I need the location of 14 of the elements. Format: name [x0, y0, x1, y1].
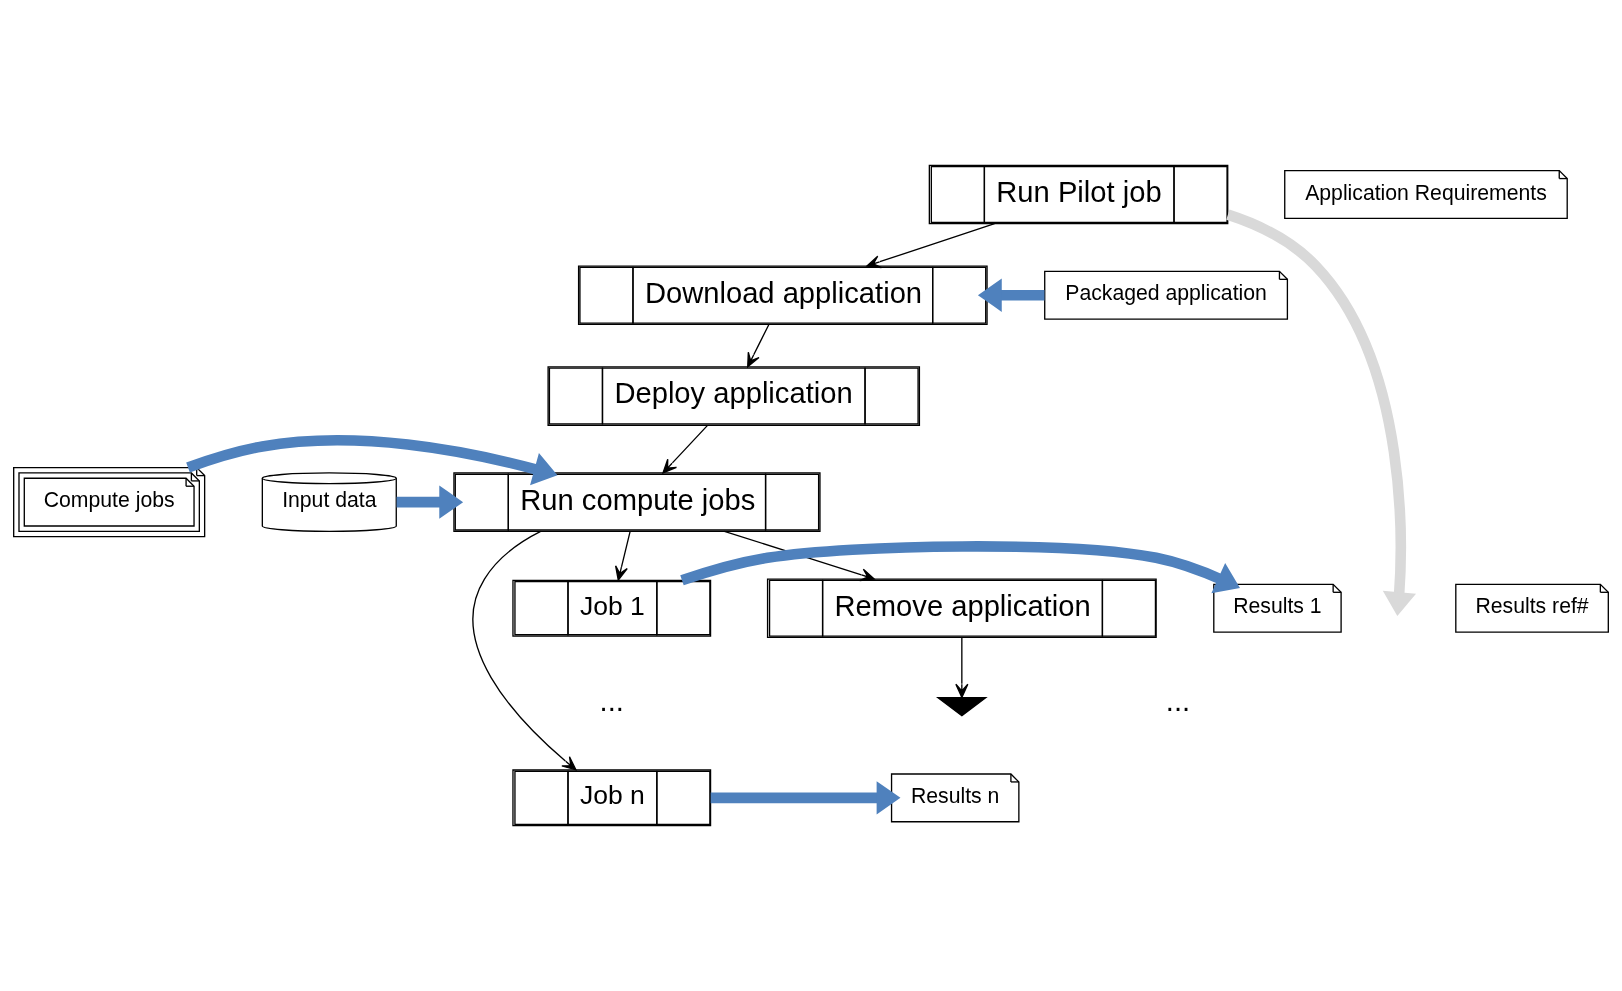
arrow — [680, 541, 1240, 594]
arrow — [614, 531, 631, 581]
node-ground — [935, 697, 988, 717]
arrow — [1226, 209, 1417, 616]
arrow — [396, 485, 464, 519]
arrow — [866, 223, 996, 269]
arrow — [662, 424, 708, 474]
arrow — [747, 323, 770, 368]
label: ... — [599, 685, 624, 718]
arrow — [977, 278, 1045, 312]
arrow — [710, 781, 901, 815]
label: ... — [1165, 685, 1191, 718]
arrow — [472, 530, 577, 771]
arrow — [955, 636, 969, 699]
